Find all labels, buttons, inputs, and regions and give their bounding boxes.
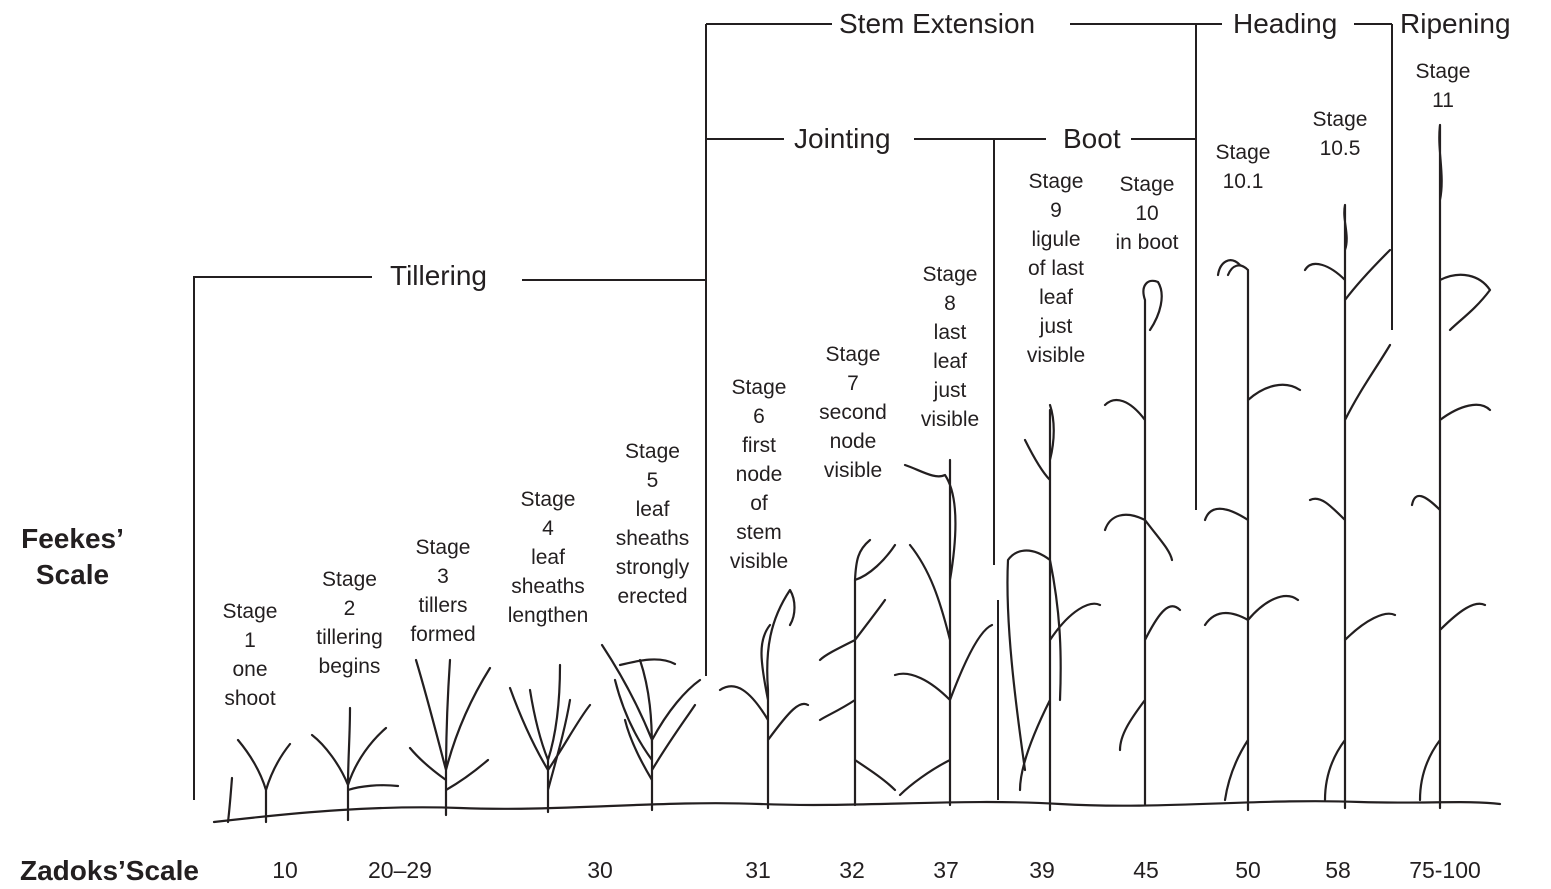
zadoks-value: 39: [1029, 857, 1055, 883]
zadoks-value: 75-100: [1409, 857, 1481, 883]
plant-stage-4: [508, 663, 592, 814]
stage-6-label: Stage 6 first node of stem visible: [729, 376, 789, 573]
plant-stage-10-5: [1303, 203, 1397, 810]
phase-heading: Heading: [1227, 8, 1344, 40]
plant-stage-11: [1410, 123, 1492, 810]
stage-2-label: Stage 2 tillering begins: [316, 568, 383, 678]
zadoks-value: 31: [745, 857, 771, 883]
feekes-scale-title: Feekes’ Scale: [21, 523, 124, 590]
stage-1-label: Stage 1 one shoot: [222, 600, 278, 710]
zadoks-value: 20–29: [368, 857, 432, 883]
stage-9-label: Stage 9 ligule of last leaf just visible: [1026, 170, 1086, 367]
plant-stage-5: [600, 643, 702, 812]
ground-line: [212, 800, 1502, 824]
plant-stage-2: [310, 706, 400, 822]
stage-3-label: Stage 3 tillers formed: [410, 536, 476, 646]
stage-7-label: Stage 7 second node visible: [819, 343, 887, 482]
stage-4-label: Stage 4 leaf sheaths lengthen: [507, 488, 589, 627]
plant-stage-6: [718, 588, 810, 810]
phase-stem-extension: Stem Extension: [833, 8, 1042, 40]
stage-10-5-label: Stage 10.5: [1312, 108, 1368, 160]
plant-stage-10-1: [1203, 259, 1302, 812]
phase-boot: Boot: [1057, 123, 1127, 155]
phase-ripening: Ripening: [1394, 8, 1517, 40]
zadoks-value: 10: [272, 857, 298, 883]
zadoks-value: 45: [1133, 857, 1159, 883]
plant-stage-9: [1006, 403, 1102, 812]
stage-10-label: Stage 10 in boot: [1115, 173, 1179, 254]
stage-10-1-label: Stage 10.1: [1215, 141, 1271, 193]
plant-stage-7: [818, 538, 897, 807]
zadoks-value: 50: [1235, 857, 1261, 883]
plant-stage-10: [1103, 279, 1182, 807]
phase-tillering: Tillering: [384, 260, 493, 292]
zadoks-scale-title: Zadoks’Scale: [20, 855, 199, 886]
zadoks-value: 32: [839, 857, 865, 883]
stage-11-label: Stage 11: [1415, 60, 1471, 112]
plant-stage-1: [226, 738, 292, 824]
stage-8-label: Stage 8 last leaf just visible: [920, 263, 980, 431]
phase-jointing: Jointing: [788, 123, 897, 155]
plant-stage-3: [408, 658, 492, 817]
stage-5-label: Stage 5 leaf sheaths strongly erected: [615, 440, 690, 608]
phase-bracket-lines: [193, 23, 1393, 800]
zadoks-value: 37: [933, 857, 959, 883]
zadoks-value: 58: [1325, 857, 1351, 883]
zadoks-value: 30: [587, 857, 613, 883]
plant-stage-8: [893, 458, 994, 807]
